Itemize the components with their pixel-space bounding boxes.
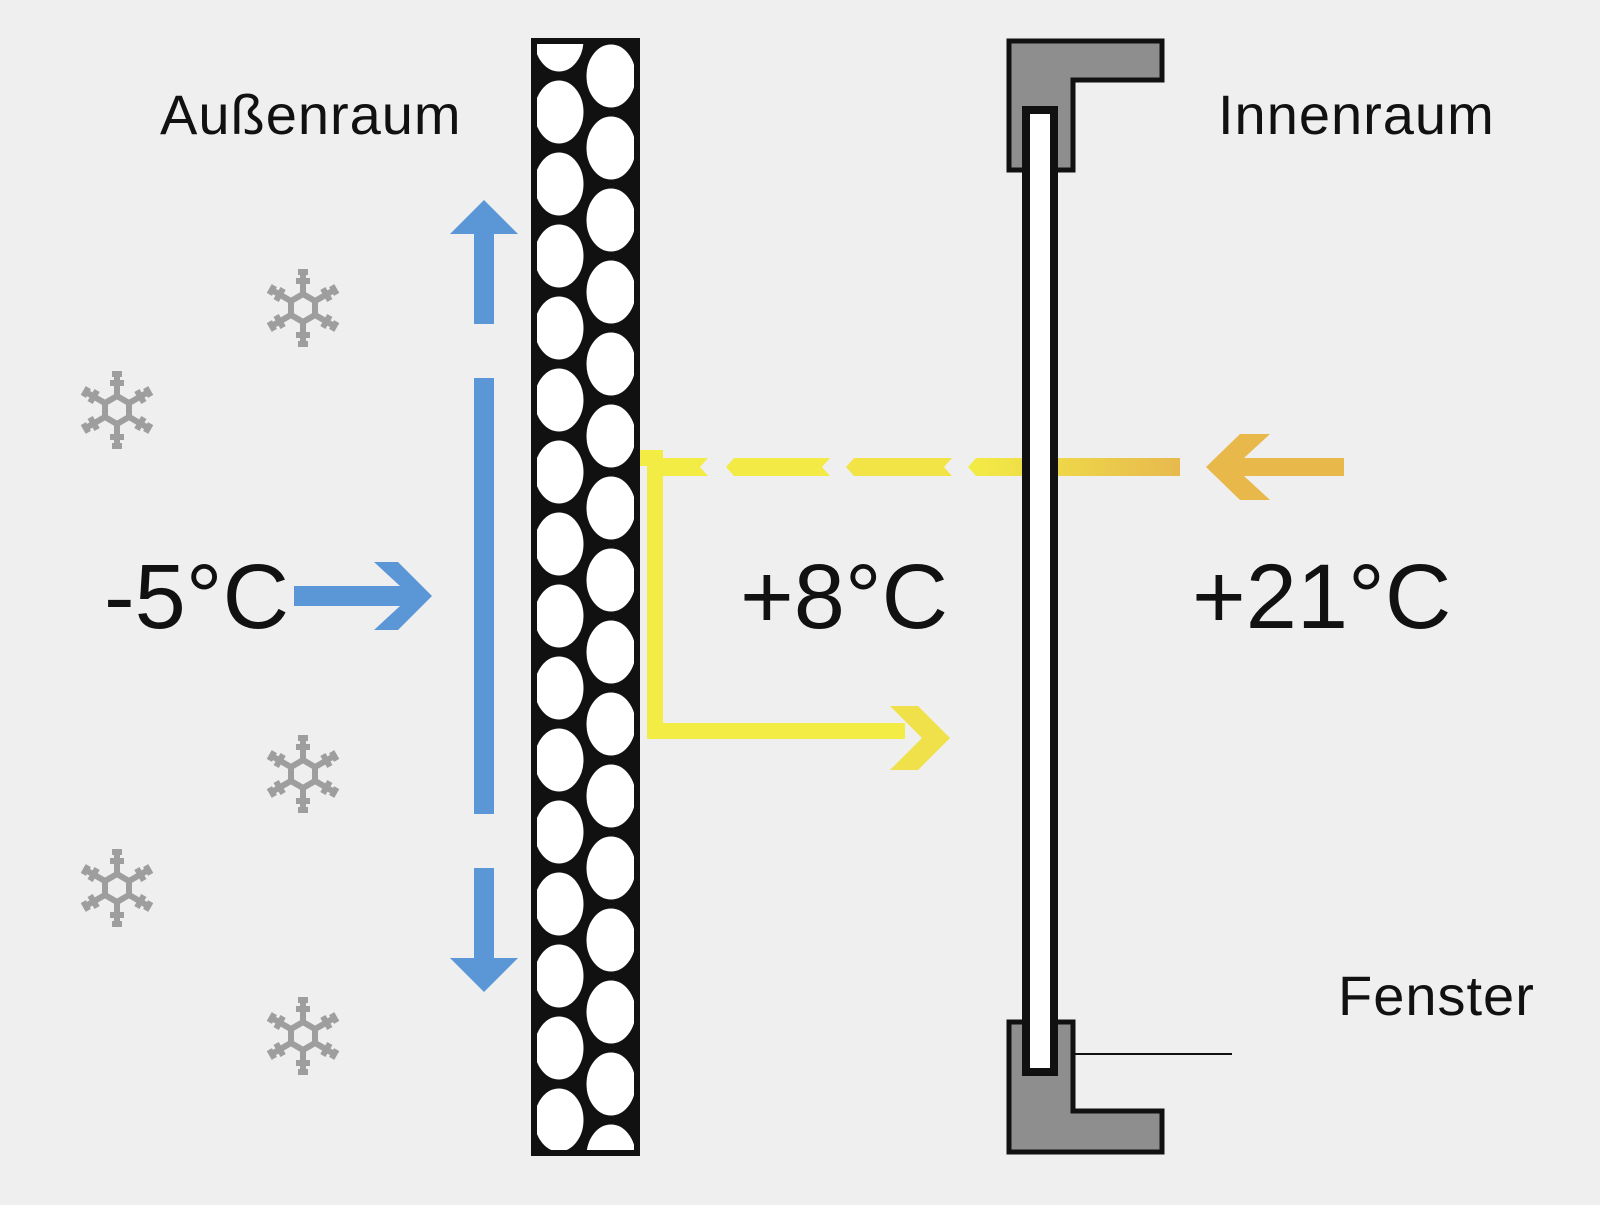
insulation-pellet xyxy=(583,329,634,399)
insulation-pellet xyxy=(537,653,587,723)
snowflake-icon xyxy=(268,738,337,810)
insulation-pellet xyxy=(537,1013,587,1083)
insulation-wall xyxy=(531,38,640,1156)
insulation-pellet xyxy=(537,365,587,435)
insulation-pellet xyxy=(583,617,634,687)
insulation-pellet xyxy=(583,113,634,183)
insulation-pellet xyxy=(583,401,634,471)
insulation-pellet xyxy=(583,833,634,903)
arrow-right-icon xyxy=(890,706,950,770)
insulation-pellet xyxy=(537,221,587,291)
insulation-pellet xyxy=(537,1085,587,1150)
insulation-pellet xyxy=(537,77,587,147)
arrow-left-icon xyxy=(1206,434,1344,500)
cold-air-flow-line xyxy=(474,378,494,814)
insulation-pellet xyxy=(537,44,587,75)
window-glass xyxy=(1030,114,1050,1068)
snowflake-icon xyxy=(82,852,151,924)
insulation-pellet xyxy=(537,149,587,219)
insulation-pellet xyxy=(537,293,587,363)
gap-temperature: +8°C xyxy=(740,546,948,648)
insulation-pellet xyxy=(583,44,634,111)
insulation-pellet xyxy=(537,797,587,867)
insulation-pellet xyxy=(537,581,587,651)
insulation-pellet xyxy=(583,689,634,759)
warm-air-flow xyxy=(640,434,1344,770)
insulation-pellet xyxy=(583,761,634,831)
insulation-pellet xyxy=(537,941,587,1011)
cold-air-arrows xyxy=(294,200,518,992)
window-label: Fenster xyxy=(1338,964,1535,1027)
insulation-pellet xyxy=(537,509,587,579)
inside-temperature: +21°C xyxy=(1192,546,1451,648)
arrow-up-icon xyxy=(450,200,518,324)
insulation-pellet xyxy=(583,473,634,543)
insulation-pellet xyxy=(537,437,587,507)
insulation-pellet xyxy=(537,725,587,795)
insulation-pellet xyxy=(583,905,634,975)
outside-label: Außenraum xyxy=(160,83,462,146)
insulation-pellet xyxy=(583,977,634,1047)
inside-label: Innenraum xyxy=(1218,83,1495,146)
insulation-pellet xyxy=(583,1049,634,1119)
insulation-pellet xyxy=(583,1121,634,1150)
outside-temperature: -5°C xyxy=(104,546,289,648)
insulation-pellet xyxy=(537,869,587,939)
window xyxy=(1006,38,1165,1155)
insulation-pellet xyxy=(583,545,634,615)
insulation-pellet xyxy=(583,185,634,255)
arrow-right-icon xyxy=(294,562,432,630)
snowflake-icon xyxy=(268,272,337,344)
insulation-pellet xyxy=(583,257,634,327)
arrow-down-icon xyxy=(450,868,518,992)
snowflake-icon xyxy=(82,374,151,446)
snowflake-icon xyxy=(268,1000,337,1072)
